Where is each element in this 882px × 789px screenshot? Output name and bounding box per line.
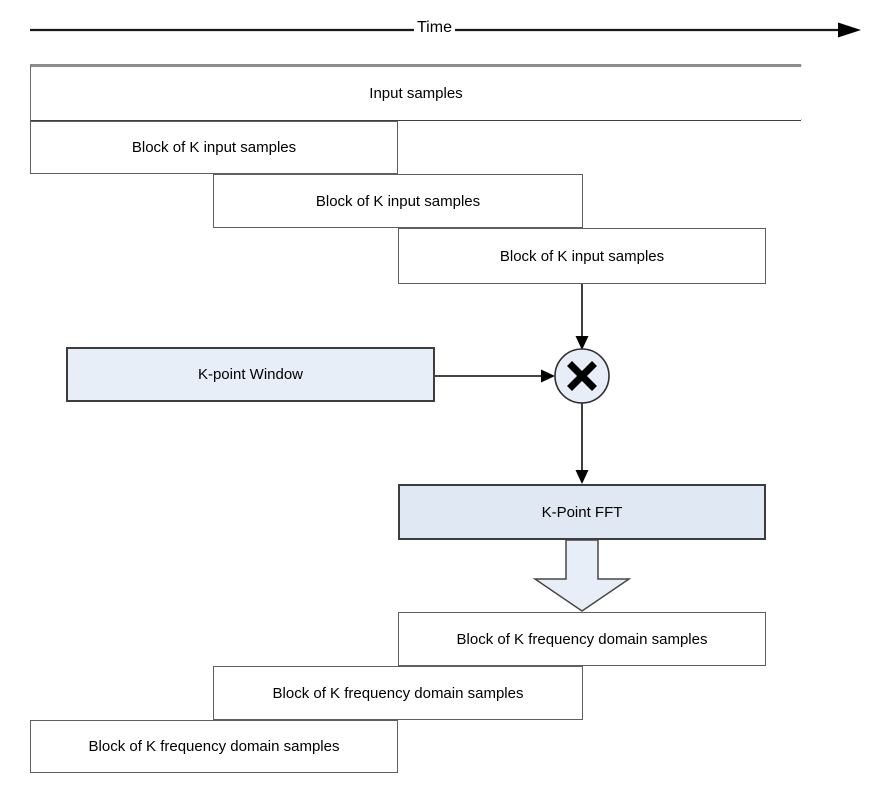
input-samples-box: Input samples [30, 64, 801, 121]
multiply-icon [567, 361, 597, 391]
fft-box: K-Point FFT [398, 484, 766, 540]
input-block-label: Block of K input samples [131, 139, 297, 156]
freq-block-label: Block of K frequency domain samples [88, 738, 340, 755]
multiply-node [554, 348, 610, 404]
block-to-multiplier-arrow [575, 284, 589, 350]
window-box-label: K-point Window [197, 366, 304, 383]
input-block-1: Block of K input samples [30, 121, 398, 174]
freq-block-label: Block of K frequency domain samples [456, 630, 708, 648]
input-block-3: Block of K input samples [398, 228, 766, 284]
input-block-label: Block of K input samples [499, 247, 665, 265]
input-block-2: Block of K input samples [213, 174, 583, 228]
freq-block-2: Block of K frequency domain samples [213, 666, 583, 720]
input-block-label: Block of K input samples [315, 192, 481, 210]
freq-block-1: Block of K frequency domain samples [398, 612, 766, 666]
window-to-multiplier-arrow [435, 369, 555, 383]
input-samples-label: Input samples [369, 85, 463, 102]
multiplier-to-fft-arrow [575, 403, 589, 484]
fft-box-label: K-Point FFT [541, 503, 623, 521]
fft-output-block-arrow [532, 539, 632, 612]
time-arrowhead-icon [838, 22, 861, 38]
time-axis-label: Time [414, 19, 455, 37]
freq-block-3: Block of K frequency domain samples [30, 720, 398, 773]
freq-block-label: Block of K frequency domain samples [272, 684, 524, 702]
window-box: K-point Window [66, 347, 435, 402]
